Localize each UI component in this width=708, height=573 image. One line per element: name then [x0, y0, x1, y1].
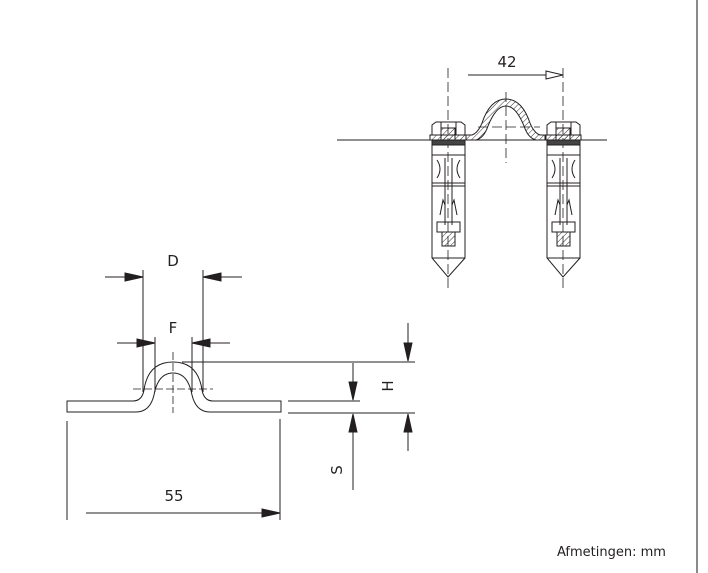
- dimension-arrow: [545, 70, 564, 80]
- dimension-D-label: D: [167, 252, 179, 270]
- right-anchor-bolt: [544, 121, 582, 278]
- clamp-profile-view: [66, 270, 415, 520]
- mounted-clamp-view: [337, 68, 607, 290]
- left-anchor-bolt: [429, 121, 467, 278]
- page-border: [696, 0, 698, 573]
- dimension-S-label: S: [328, 465, 346, 475]
- dimension-F-label: F: [169, 319, 178, 337]
- dimension-H-label: H: [379, 380, 397, 391]
- clamp-section: [465, 98, 547, 141]
- dimension-55-label: 55: [164, 487, 183, 505]
- clamp-profile: [66, 361, 282, 413]
- units-note: Afmetingen: mm: [557, 545, 666, 560]
- dimension-42-label: 42: [497, 53, 516, 71]
